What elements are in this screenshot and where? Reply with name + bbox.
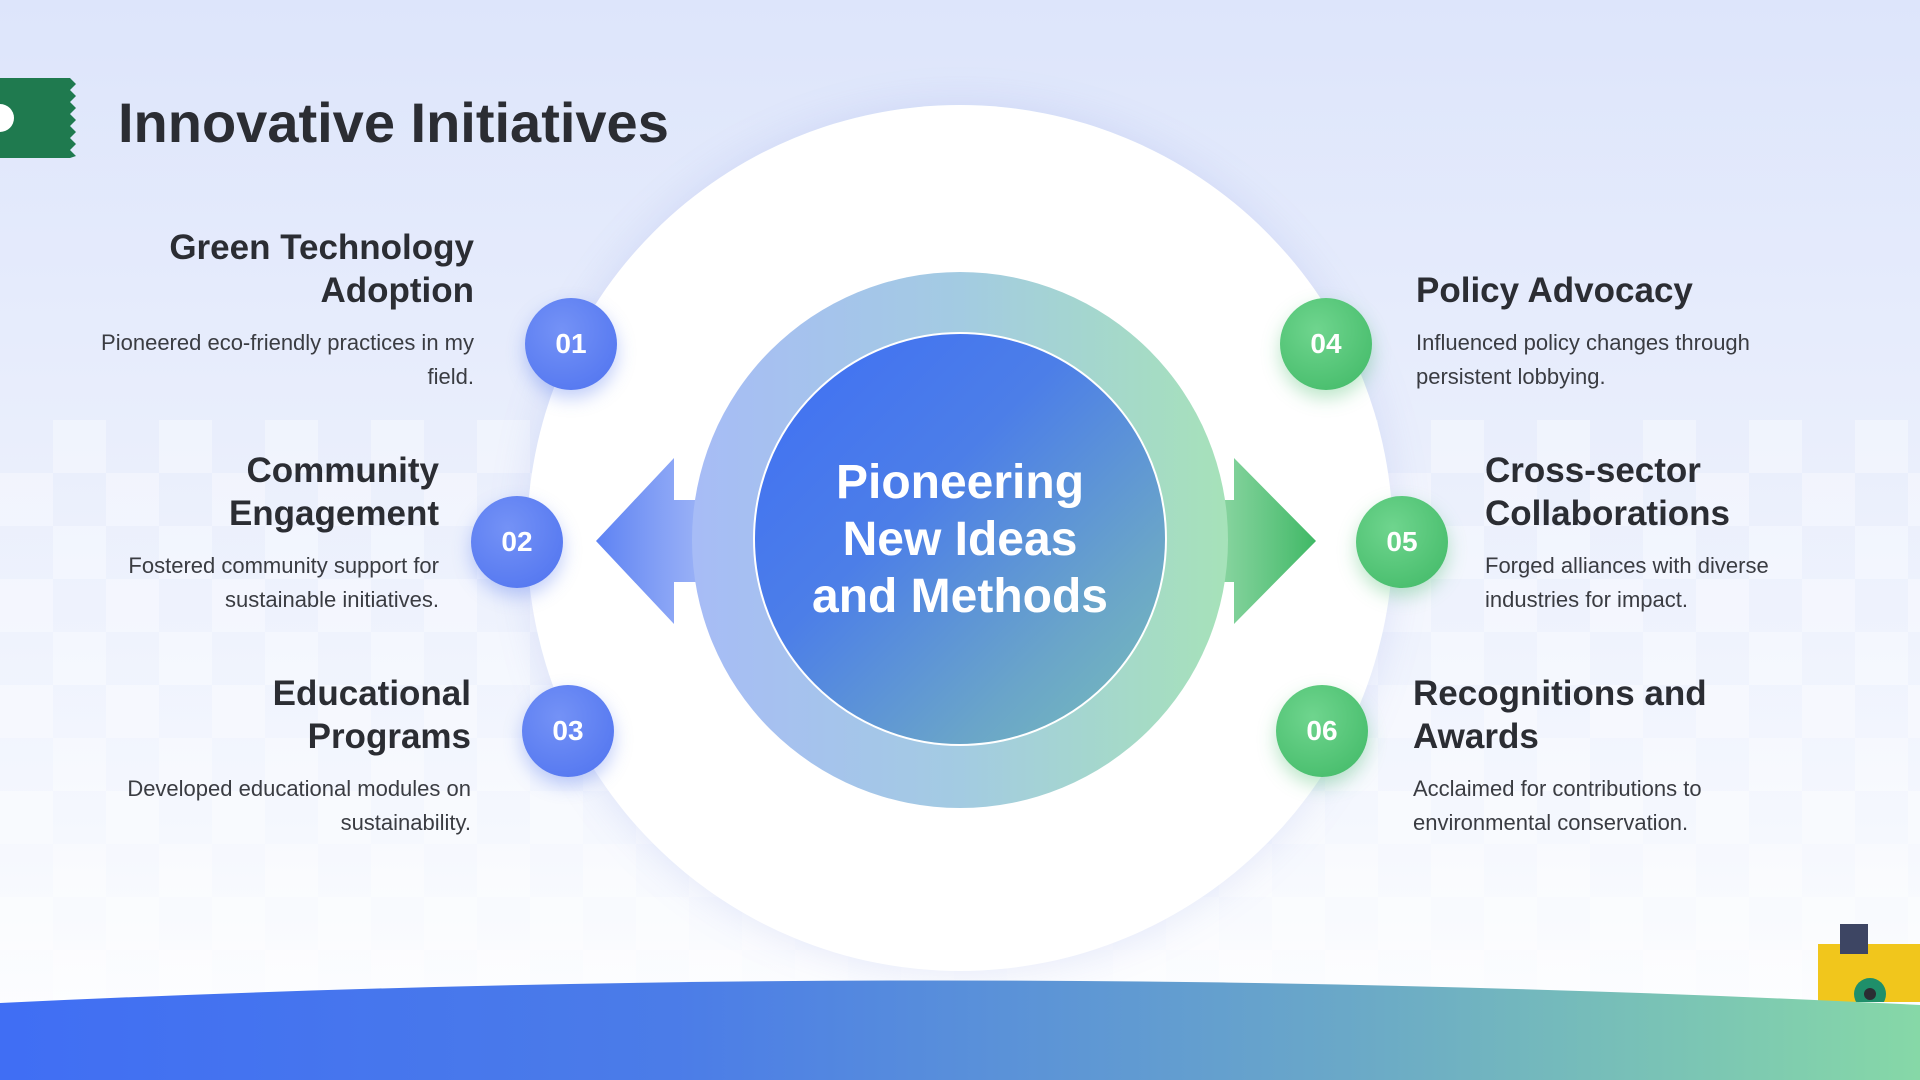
initiative-title: Green Technology Adoption — [169, 228, 474, 310]
initiative-description: Developed educational modules on sustain… — [127, 776, 471, 835]
number-badge-3: 03 — [522, 685, 614, 777]
initiative-title: Community Engagement — [228, 451, 439, 533]
title-tab-icon — [0, 78, 76, 158]
initiative-title: Educational Programs — [272, 674, 471, 756]
initiative-title: Recognitions and Awards — [1413, 674, 1707, 756]
page-title: Innovative Initiatives — [118, 91, 669, 154]
initiative-item-6: Recognitions and Awards Acclaimed for co… — [1413, 672, 1773, 840]
decorative-corner-icon — [1818, 924, 1920, 1002]
initiative-item-1: Green Technology Adoption Pioneered eco-… — [100, 226, 474, 394]
initiative-item-5: Cross-sector Collaborations Forged allia… — [1485, 449, 1825, 617]
bottom-wave — [0, 980, 1920, 1080]
number-badge-5: 05 — [1356, 496, 1448, 588]
initiative-item-2: Community Engagement Fostered community … — [100, 449, 439, 617]
initiative-description: Fostered community support for sustainab… — [128, 553, 439, 612]
number-badge-4: 04 — [1280, 298, 1372, 390]
initiative-description: Pioneered eco-friendly practices in my f… — [101, 330, 474, 389]
number-badge-1: 01 — [525, 298, 617, 390]
number-badge-6: 06 — [1276, 685, 1368, 777]
initiative-title: Cross-sector Collaborations — [1485, 451, 1731, 533]
initiative-description: Acclaimed for contributions to environme… — [1413, 776, 1702, 835]
center-circle: Pioneering New Ideas and Methods — [753, 332, 1167, 746]
initiative-item-3: Educational Programs Developed education… — [100, 672, 471, 840]
initiative-item-4: Policy Advocacy Influenced policy change… — [1416, 269, 1816, 394]
center-text: Pioneering New Ideas and Methods — [812, 455, 1108, 623]
initiative-description: Influenced policy changes through persis… — [1416, 330, 1750, 389]
initiative-description: Forged alliances with diverse industries… — [1485, 553, 1769, 612]
initiative-title: Policy Advocacy — [1416, 271, 1693, 310]
number-badge-2: 02 — [471, 496, 563, 588]
